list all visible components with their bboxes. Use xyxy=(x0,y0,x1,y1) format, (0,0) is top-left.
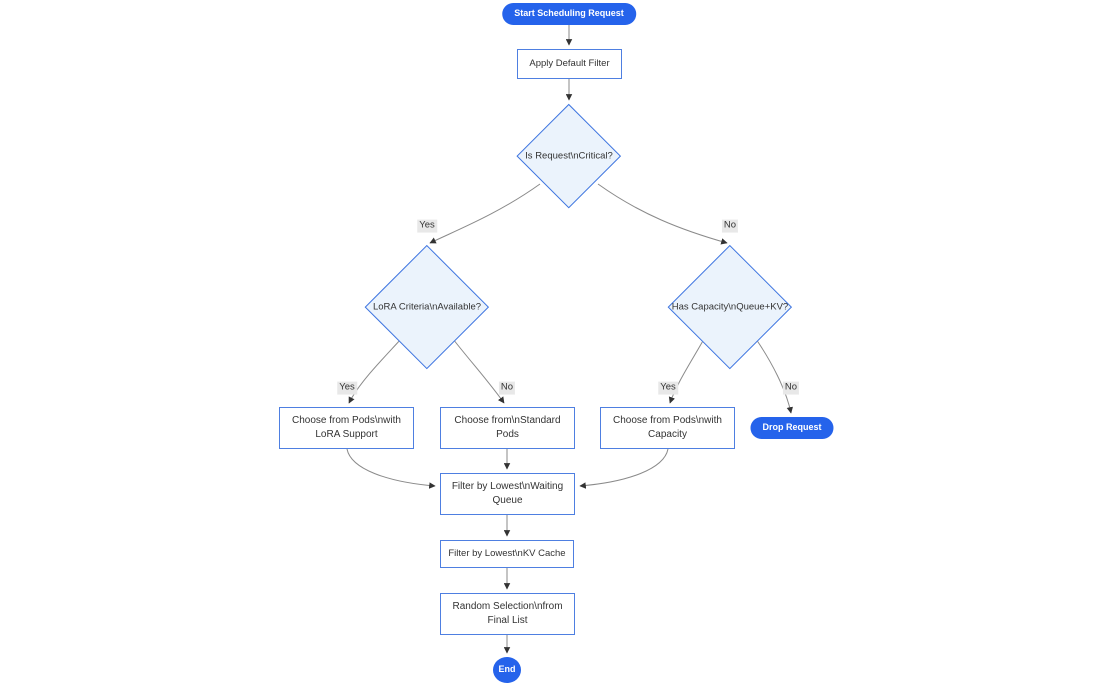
edge-capacitypods-to-filterqueue xyxy=(579,448,669,489)
node-random-selection-final-list: Random Selection\nfrom Final List xyxy=(440,593,575,635)
node-end: End xyxy=(493,657,521,683)
edge-capacity-yes xyxy=(668,338,705,404)
node-has-capacity-queue-kv: Has Capacity\nQueue+KV? xyxy=(668,245,792,369)
node-start: Start Scheduling Request xyxy=(502,3,636,25)
node-lora-criteria-available: LoRA Criteria\nAvailable? xyxy=(365,245,489,369)
node-filter-lowest-waiting-queue: Filter by Lowest\nWaiting Queue xyxy=(440,473,575,515)
decision-label: LoRA Criteria\nAvailable? xyxy=(372,301,482,313)
edge-lora-no xyxy=(452,338,505,404)
decision-label: Has Capacity\nQueue+KV? xyxy=(671,301,789,313)
edge-capacity-no xyxy=(755,338,793,414)
node-choose-pods-capacity: Choose from Pods\nwith Capacity xyxy=(600,407,735,449)
node-choose-standard-pods: Choose from\nStandard Pods xyxy=(440,407,575,449)
edge-lora-yes xyxy=(348,338,402,404)
node-drop-request: Drop Request xyxy=(750,417,834,439)
edge-critical-no xyxy=(597,183,728,245)
edge-label-critical-no: No xyxy=(721,219,739,233)
edge-critical-yes xyxy=(429,183,541,244)
edge-label-critical-yes: Yes xyxy=(417,219,437,233)
node-choose-pods-lora-support: Choose from Pods\nwith LoRA Support xyxy=(279,407,414,449)
edge-label-capacity-no: No xyxy=(782,381,800,395)
decision-label: Is Request\nCritical? xyxy=(525,150,613,162)
edge-lorapods-to-filterqueue xyxy=(346,448,436,489)
node-filter-lowest-kv-cache: Filter by Lowest\nKV Cache xyxy=(440,540,574,568)
node-apply-default-filter: Apply Default Filter xyxy=(517,49,622,79)
node-is-request-critical: Is Request\nCritical? xyxy=(517,104,621,208)
edge-label-lora-yes: Yes xyxy=(337,381,357,395)
edge-label-lora-no: No xyxy=(498,381,516,395)
edge-label-capacity-yes: Yes xyxy=(658,381,678,395)
